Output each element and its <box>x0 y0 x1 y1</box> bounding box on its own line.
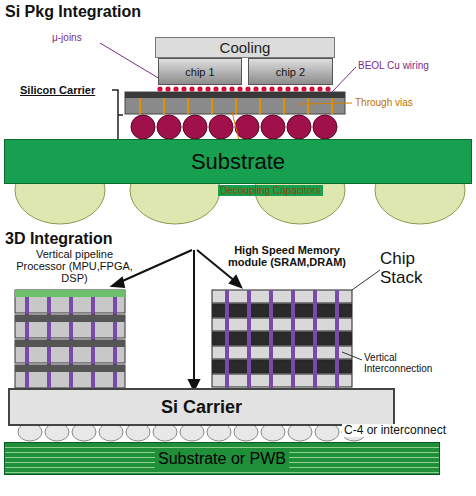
c4-bump <box>157 115 181 139</box>
processor-layer-top <box>15 365 125 372</box>
chip-die: chip 1 <box>158 58 242 85</box>
vertical-link <box>313 290 317 388</box>
micro-joint <box>285 86 290 91</box>
micro-joint <box>269 86 274 91</box>
part-label: C-4 or interconnect <box>342 424 448 437</box>
node-text: chip 1 <box>185 66 214 78</box>
vertical-link <box>269 290 273 388</box>
micro-joint <box>245 86 250 91</box>
part-label: μ-joins <box>52 32 82 43</box>
section-heading: Si Pkg Integration <box>5 3 141 21</box>
vertical-link <box>225 290 229 388</box>
vertical-link <box>247 290 251 388</box>
node-text: chip 2 <box>276 66 305 78</box>
vertical-link <box>69 322 73 340</box>
si-carrier-box: Si Carrier <box>8 388 395 426</box>
part-label: Vertical pipeline Processor (MPU,FPGA, D… <box>12 248 137 284</box>
processor-layer-top <box>15 290 125 297</box>
memory-layer <box>212 318 352 331</box>
micro-joint <box>325 86 330 91</box>
micro-joint <box>253 86 258 91</box>
vertical-link <box>69 347 73 365</box>
vertical-link <box>91 297 95 315</box>
memory-layer <box>212 360 352 373</box>
part-label: Vertical Interconnection <box>364 352 442 374</box>
micro-joint <box>205 86 210 91</box>
micro-joint <box>213 86 218 91</box>
substrate-pwb-band: Substrate or PWB <box>4 442 440 475</box>
micro-joint <box>197 86 202 91</box>
vertical-link <box>113 347 117 365</box>
processor-layer-top <box>15 315 125 322</box>
micro-joint <box>277 86 282 91</box>
memory-layer <box>212 332 352 345</box>
c4-bump <box>313 115 337 139</box>
part-label: BEOL Cu wiring <box>358 60 429 71</box>
c4-bump <box>183 115 207 139</box>
vertical-link <box>291 290 295 388</box>
through-via <box>187 98 189 114</box>
memory-layer <box>212 304 352 317</box>
vertical-link <box>91 322 95 340</box>
vertical-link <box>47 347 51 365</box>
micro-joint <box>189 86 194 91</box>
vertical-link <box>113 297 117 315</box>
micro-joint <box>237 86 242 91</box>
through-via <box>235 98 237 114</box>
micro-joint <box>301 86 306 91</box>
vertical-link <box>25 297 29 315</box>
micro-joint <box>261 86 266 91</box>
vertical-link <box>25 322 29 340</box>
through-via <box>283 98 285 114</box>
part-label: Decoupling Capacitors <box>218 185 323 196</box>
c4-bump <box>131 115 155 139</box>
memory-layer <box>212 346 352 359</box>
section-heading: 3D Integration <box>5 230 113 248</box>
vertical-link <box>335 290 339 388</box>
part-label: High Speed Memory module (SRAM,DRAM) <box>228 244 346 268</box>
c4-bump <box>287 115 311 139</box>
micro-joint <box>309 86 314 91</box>
vertical-link <box>25 347 29 365</box>
through-via <box>331 98 333 114</box>
chip-die: chip 2 <box>248 58 333 85</box>
memory-layer <box>212 290 352 303</box>
micro-joint <box>317 86 322 91</box>
vertical-link <box>91 347 95 365</box>
substrate-band: Substrate <box>4 139 472 184</box>
node-text: Substrate <box>191 149 285 175</box>
node-text: Si Carrier <box>161 397 242 418</box>
c4-bump <box>261 115 285 139</box>
vertical-link <box>47 322 51 340</box>
node-text: Substrate or PWB <box>155 450 289 468</box>
through-via <box>163 98 165 114</box>
micro-joint <box>181 86 186 91</box>
micro-joint <box>157 86 162 91</box>
micro-joint <box>293 86 298 91</box>
c4-bump <box>235 115 259 139</box>
through-via <box>139 98 141 114</box>
c4-bump <box>209 115 233 139</box>
memory-layer <box>212 374 352 387</box>
part-label: Silicon Carrier <box>20 84 95 96</box>
processor-layer-top <box>15 340 125 347</box>
through-via <box>259 98 261 114</box>
micro-joint <box>173 86 178 91</box>
through-via <box>307 98 309 114</box>
vertical-link <box>69 297 73 315</box>
micro-joint <box>165 86 170 91</box>
micro-joint <box>229 86 234 91</box>
cooling-plate: Cooling <box>155 37 335 58</box>
node-text: Cooling <box>220 39 271 56</box>
vertical-link <box>113 322 117 340</box>
part-label: Chip Stack <box>380 250 460 287</box>
micro-joint <box>221 86 226 91</box>
vertical-link <box>47 297 51 315</box>
part-label: Through vias <box>355 97 413 108</box>
through-via <box>211 98 213 114</box>
